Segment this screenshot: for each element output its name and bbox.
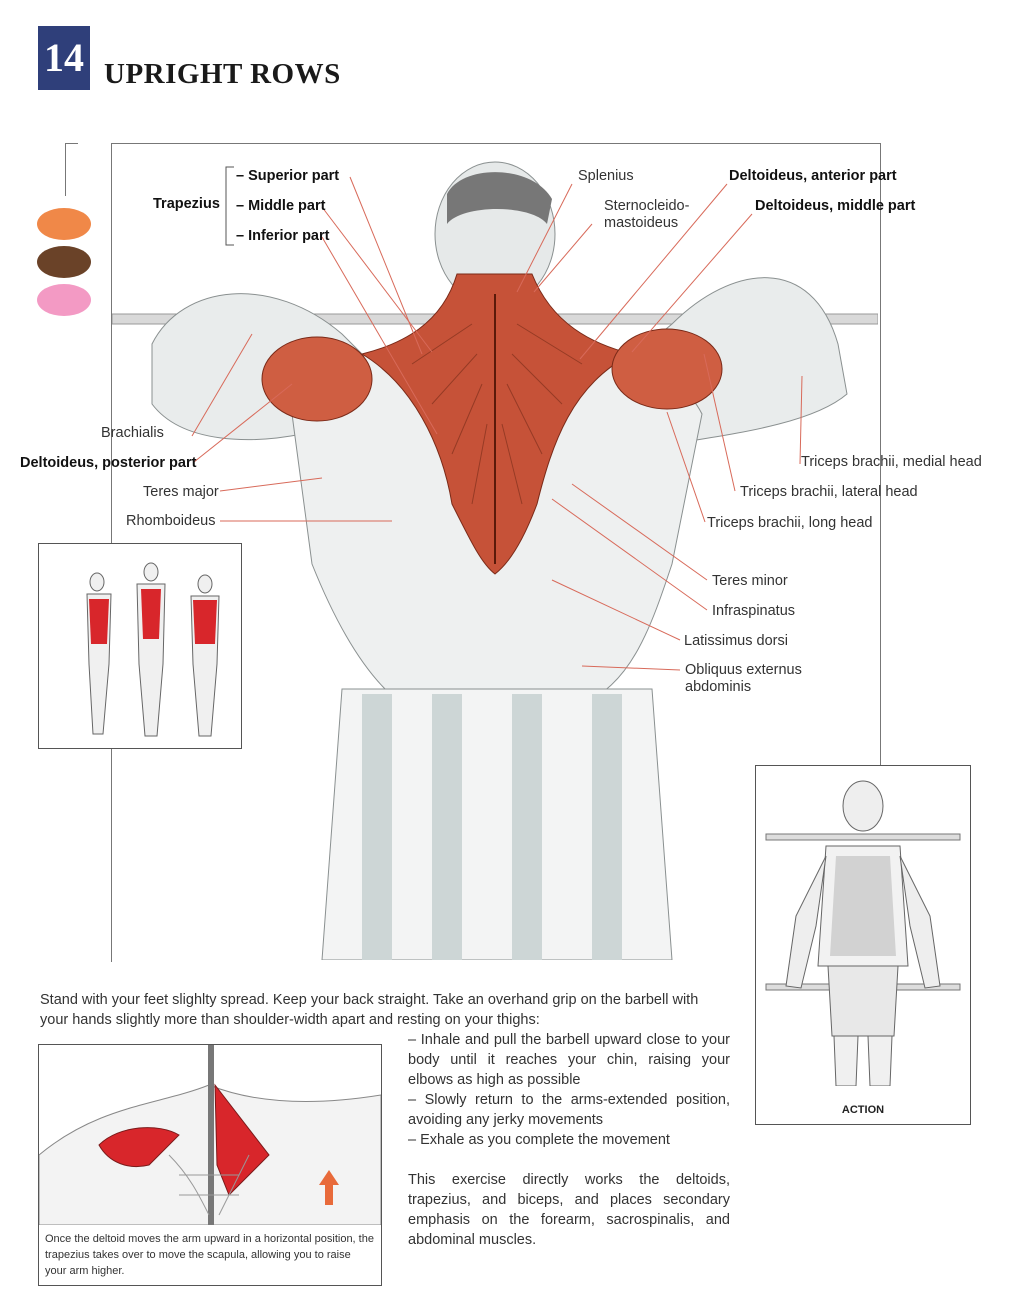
shoulder-anatomy-inset: Once the deltoid moves the arm upward in… — [38, 1044, 382, 1286]
label-latissimus-dorsi: Latissimus dorsi — [684, 633, 788, 649]
label-infraspinatus: Infraspinatus — [712, 603, 796, 619]
label-trapezius-inferior: – Inferior part — [236, 228, 330, 244]
label-trapezius-middle: – Middle part — [236, 198, 326, 214]
label-triceps-long: Triceps brachii, long head — [707, 515, 873, 531]
instruction-step-1: – Inhale and pull the barbell upward clo… — [408, 1032, 730, 1088]
trapezius-bracket — [225, 166, 234, 246]
label-obliquus-2: abdominis — [685, 679, 752, 695]
shoulder-inset-caption: Once the deltoid moves the arm upward in… — [45, 1233, 374, 1277]
label-sternocleidomastoideus-1: Sternocleido- — [604, 198, 690, 214]
label-brachialis: Brachialis — [101, 425, 164, 441]
label-triceps-medial: Triceps brachii, medial head — [801, 454, 982, 470]
instructions-intro: Stand with your feet slighlty spread. Ke… — [40, 992, 699, 1028]
page-title: UPRIGHT ROWS — [104, 58, 341, 90]
chapter-number-badge: 14 — [38, 26, 90, 90]
action-figure-illustration — [765, 780, 961, 1087]
label-sternocleidomastoideus-2: mastoideus — [604, 215, 679, 231]
label-teres-major: Teres major — [143, 484, 219, 500]
shoulder-anatomy-illustration — [38, 1045, 382, 1226]
back-anatomy-illustration — [112, 161, 878, 960]
label-splenius: Splenius — [578, 168, 634, 184]
label-deltoideus-posterior: Deltoideus, posterior part — [20, 455, 197, 471]
three-figures-illustration — [86, 562, 220, 737]
label-trapezius-superior: – Superior part — [236, 168, 340, 184]
label-obliquus-1: Obliquus externus — [685, 662, 802, 678]
exercise-summary: This exercise directly works the deltoid… — [408, 1172, 730, 1248]
muscle-figures-inset — [38, 543, 242, 749]
instruction-step-2: – Slowly return to the arms-extended pos… — [408, 1092, 730, 1128]
instruction-step-3: – Exhale as you complete the movement — [408, 1132, 670, 1148]
label-deltoideus-anterior: Deltoideus, anterior part — [729, 168, 897, 184]
action-caption: ACTION — [841, 1104, 885, 1116]
legend-swatch-secondary — [37, 246, 91, 278]
legend-swatch-primary — [37, 208, 91, 240]
action-inset: ACTION — [755, 765, 971, 1125]
legend-swatch-tertiary — [37, 284, 91, 316]
label-teres-minor: Teres minor — [712, 573, 788, 589]
label-rhomboideus: Rhomboideus — [126, 513, 216, 529]
label-trapezius: Trapezius — [153, 196, 220, 212]
label-triceps-lateral: Triceps brachii, lateral head — [740, 484, 918, 500]
legend-bracket — [65, 143, 78, 196]
label-deltoideus-middle: Deltoideus, middle part — [755, 198, 916, 214]
